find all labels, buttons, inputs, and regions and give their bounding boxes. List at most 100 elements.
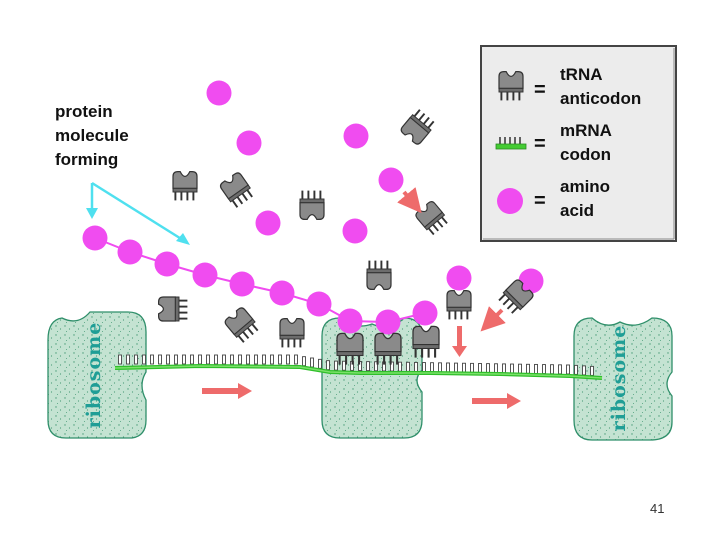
codon-tick [558,364,562,375]
ribosome-right: ribosome [573,317,673,441]
codon-tick [222,354,226,365]
mrna-codon-ticks [118,354,594,376]
codon-tick [590,365,594,376]
legend-item-amino-acid: = amino acid [497,177,610,220]
legend-item-mrna: = mRNA codon [495,121,612,164]
codon-tick [182,354,186,365]
trna-icon [222,305,262,345]
trna-icon [413,199,451,237]
arrow-diagonal-icon [397,187,422,214]
ribosome-left: ribosome [47,311,147,439]
free-amino-acids [206,80,369,244]
codon-tick [510,363,514,374]
amino-acid [192,262,218,288]
trna-icon [446,289,472,321]
codon-tick [430,362,434,373]
codon-tick [262,354,266,365]
amino-acid [255,210,281,236]
codon-tick [518,363,522,374]
codon-tick [198,354,202,365]
codon-tick [494,363,498,374]
incoming-trna-3 [378,167,451,237]
legend-trna-line-1: tRNA [560,65,603,84]
ribosome-left-label: ribosome [83,322,105,429]
codon-tick [462,362,466,373]
codon-tick [302,356,306,367]
codon-tick [214,354,218,365]
codon-tick [294,354,298,365]
mrna-icon [495,137,527,150]
amino-acid [117,239,143,265]
codon-tick [278,354,282,365]
legend-item-trna: = tRNA anticodon [498,65,641,108]
amino-acid [229,271,255,297]
arrow-down-icon [452,326,467,357]
codon-tick [438,362,442,373]
codon-tick [142,354,146,365]
amino-acid [306,291,332,317]
trna-icon [366,259,392,291]
codon-tick [286,354,290,365]
trna-icon [172,170,198,202]
amino-acid [342,218,368,244]
legend-trna-line-2: anticodon [560,89,641,108]
codon-tick [254,354,258,365]
mrna-strand [114,354,603,380]
amino-acid [378,167,404,193]
legend-mrna-line-1: mRNA [560,121,612,140]
codon-tick [478,363,482,373]
legend-amino-line-1: amino [560,177,610,196]
amino-acid [518,268,544,294]
codon-tick [118,354,122,365]
codon-tick [318,358,322,369]
codon-tick [150,354,154,365]
codon-tick [190,354,194,365]
trna-icon [217,170,257,210]
page-number: 41 [650,501,664,516]
protein-caption: protein molecule forming [55,102,190,245]
amino-acid [82,225,108,251]
codon-tick [238,354,242,365]
trna-icon [299,189,325,221]
codon-tick [486,363,490,374]
amino-acid [269,280,295,306]
codon-tick [374,361,378,372]
trna-icon [279,317,305,349]
codon-tick [230,354,234,365]
trna-icon [398,107,438,147]
amino-acid [206,80,232,106]
codon-tick [526,363,530,374]
codon-tick [446,362,450,373]
codon-tick [542,364,546,375]
codon-tick [582,365,586,376]
protein-chain [82,225,438,335]
codon-tick [270,354,274,365]
codon-tick [414,361,418,372]
codon-tick [566,364,570,375]
codon-tick [166,354,170,365]
amino-acid [446,265,472,291]
legend-amino-line-2: acid [560,201,594,220]
codon-tick [502,363,506,374]
codon-tick [406,361,410,372]
codon-tick [174,354,178,365]
movement-arrows [202,187,521,409]
codon-tick [422,362,426,373]
codon-tick [246,354,250,365]
codon-tick [158,354,162,365]
caption-line-2: molecule [55,126,129,145]
amino-acid [412,300,438,326]
caption-pointer [86,181,190,245]
arrow-right-icon [202,383,252,399]
amino-acid [154,251,180,277]
codon-tick [334,360,338,371]
incoming-trna-1 [446,265,472,321]
incoming-trna-2 [496,268,544,317]
legend-equals: = [534,79,546,101]
codon-tick [126,354,130,365]
amino-acid [337,308,363,334]
legend: = tRNA anticodon = mRNA codon = amino ac… [480,45,677,242]
codon-tick [310,357,314,368]
codon-tick [454,362,458,373]
